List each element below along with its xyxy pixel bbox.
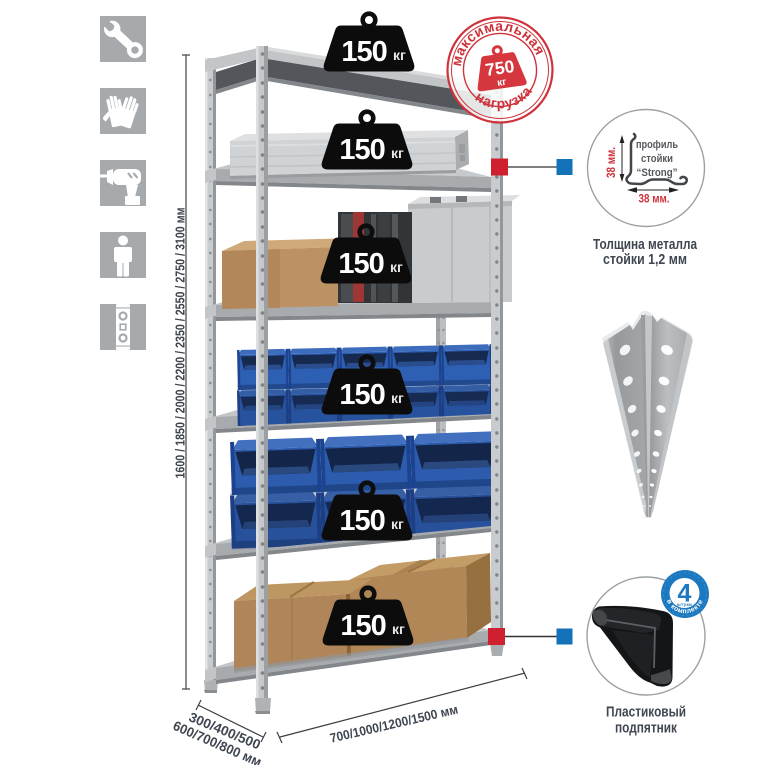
svg-text:Толщина металла: Толщина металла — [593, 237, 698, 253]
svg-text:38 мм.: 38 мм. — [606, 147, 618, 178]
svg-text:750: 750 — [484, 56, 516, 80]
svg-text:стойки: стойки — [641, 153, 673, 165]
svg-text:1600 / 1850 / 2000 / 2200 / 23: 1600 / 1850 / 2000 / 2200 / 2350 / 2550 … — [173, 208, 188, 479]
svg-text:“Strong”: “Strong” — [637, 167, 678, 179]
svg-text:4: 4 — [678, 580, 692, 608]
svg-text:38 мм.: 38 мм. — [639, 194, 670, 206]
svg-text:профиль: профиль — [636, 139, 678, 151]
svg-text:подпятник: подпятник — [615, 721, 678, 737]
svg-text:кг: кг — [497, 77, 508, 89]
svg-text:700/1000/1200/1500 мм: 700/1000/1200/1500 мм — [328, 702, 459, 746]
svg-text:штуки: штуки — [677, 602, 692, 607]
svg-text:Пластиковый: Пластиковый — [606, 705, 686, 721]
svg-text:стойки 1,2 мм: стойки 1,2 мм — [603, 252, 687, 268]
